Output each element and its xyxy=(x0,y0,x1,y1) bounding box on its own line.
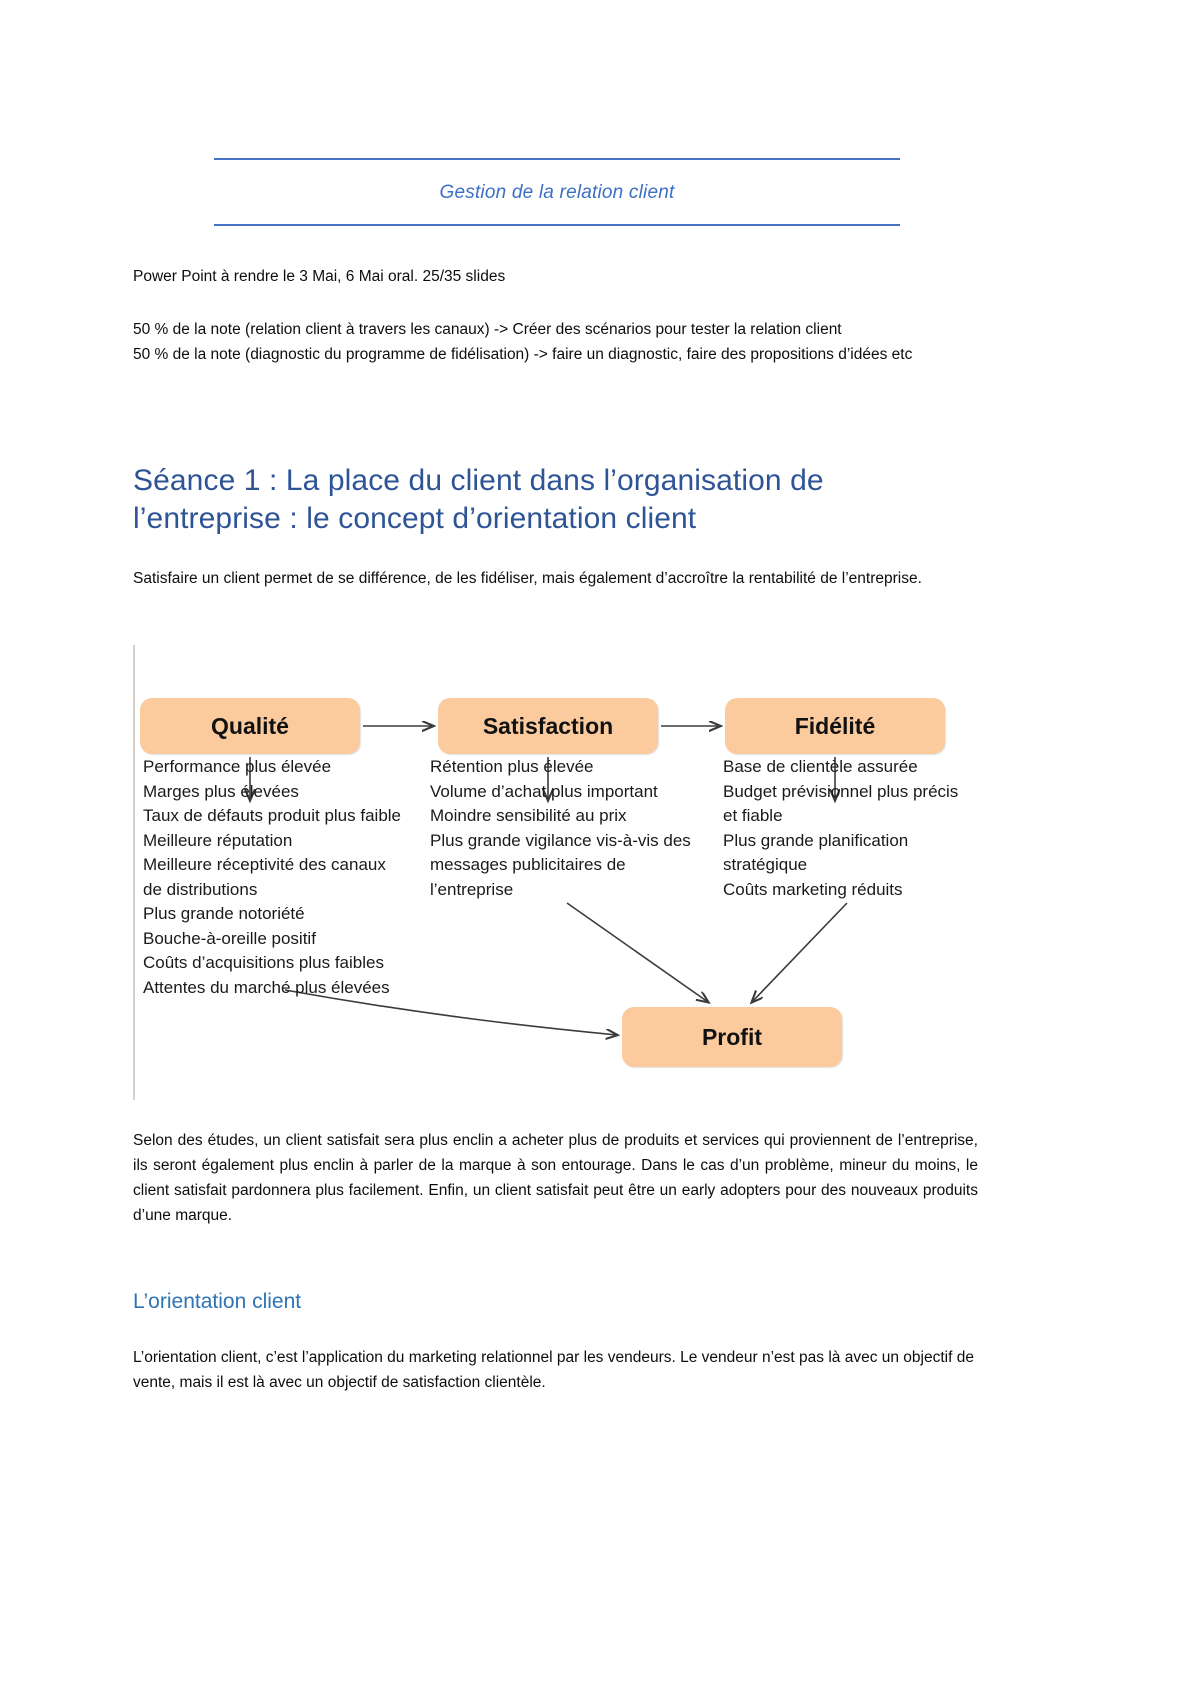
figure-list-qualite: Performance plus élevée Marges plus élev… xyxy=(143,757,402,997)
title-rule-top xyxy=(214,158,900,160)
intro-paragraph-1: Power Point à rendre le 3 Mai, 6 Mai ora… xyxy=(133,268,506,285)
document-title-block: Gestion de la relation client xyxy=(214,158,900,226)
section-1-paragraph: Satisfaire un client permet de se différ… xyxy=(133,570,922,587)
figure-list-satisfaction: Rétention plus élevée Volume d’achat plu… xyxy=(430,757,691,899)
quality-satisfaction-loyalty-figure: Qualité Satisfaction Fidélité Profit Per… xyxy=(133,645,993,1100)
figure-box-profit: Profit xyxy=(622,1007,842,1067)
figure-box-fidelite: Fidélité xyxy=(725,698,945,754)
section-2-heading: L’orientation client xyxy=(133,1290,302,1313)
section-2-paragraph: L’orientation client, c’est l’applicatio… xyxy=(133,1349,974,1391)
figure-box-qualite: Qualité xyxy=(140,698,360,754)
figure-list-fidelite: Base de clientèle assurée Budget prévisi… xyxy=(723,757,959,899)
figure-inner: Qualité Satisfaction Fidélité Profit Per… xyxy=(135,645,993,1100)
figure-box-satisfaction: Satisfaction xyxy=(438,698,658,754)
title-rule-bottom xyxy=(214,224,900,226)
intro-paragraph-2: 50 % de la note (relation client à trave… xyxy=(133,321,913,363)
section-1-heading: Séance 1 : La place du client dans l’org… xyxy=(133,464,824,535)
page-title: Gestion de la relation client xyxy=(439,182,675,203)
section-1-paragraph-after-figure: Selon des études, un client satisfait se… xyxy=(133,1132,978,1224)
